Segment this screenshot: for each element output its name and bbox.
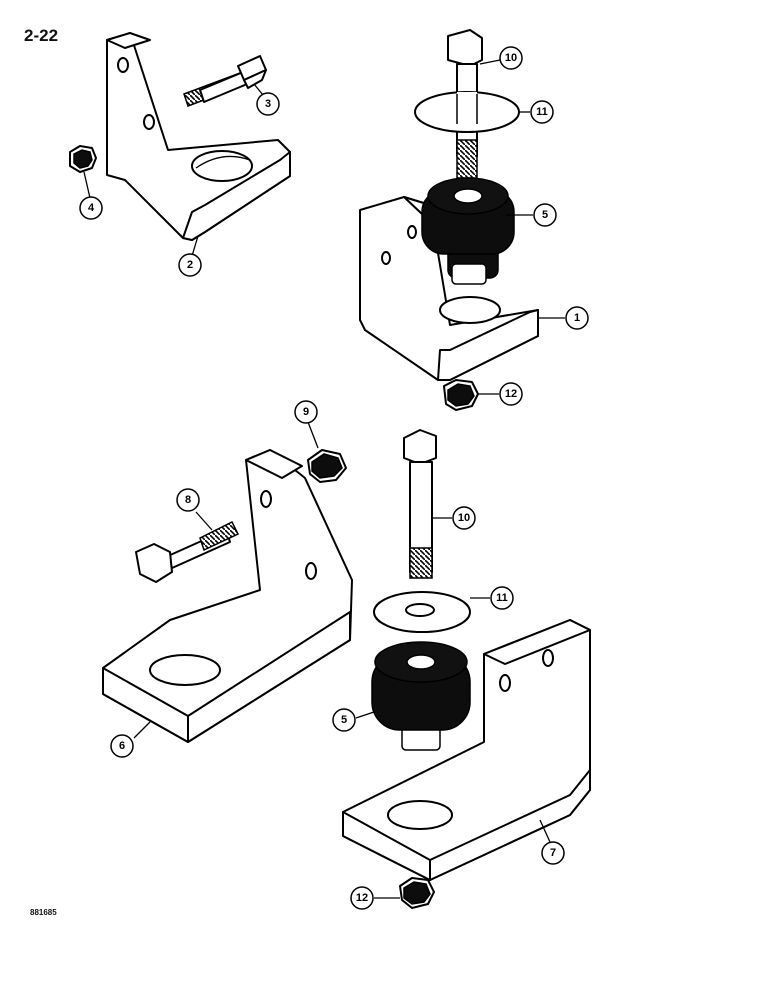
callout-9: 9 (294, 400, 318, 424)
callout-label: 1 (574, 312, 580, 324)
callout-5-bottom: 5 (332, 708, 356, 732)
callout-label: 5 (542, 209, 548, 221)
washer-part-11-bottom (373, 591, 471, 633)
callout-label: 12 (356, 892, 368, 904)
callout-label: 11 (536, 106, 548, 118)
callout-label: 10 (458, 512, 470, 524)
callout-2: 2 (178, 253, 202, 277)
callout-label: 9 (303, 406, 309, 418)
callout-5-top: 5 (533, 203, 557, 227)
callout-1: 1 (565, 306, 589, 330)
callout-label: 5 (341, 714, 347, 726)
callout-7: 7 (541, 841, 565, 865)
callout-label: 11 (496, 592, 508, 604)
bracket-part-6 (102, 449, 353, 743)
nut-part-9 (307, 449, 347, 483)
callout-12-bottom: 12 (350, 886, 374, 910)
washer-part-11-top (414, 91, 520, 133)
callout-4: 4 (79, 196, 103, 220)
callout-label: 7 (550, 847, 556, 859)
callout-3: 3 (256, 92, 280, 116)
callout-12-top: 12 (499, 382, 523, 406)
callout-11-bottom: 11 (490, 586, 514, 610)
callout-8: 8 (176, 488, 200, 512)
figure-code: 881685 (30, 908, 57, 917)
callout-label: 6 (119, 740, 125, 752)
callout-label: 3 (265, 98, 271, 110)
rubber-mount-part-5-bottom (371, 641, 471, 751)
callout-6: 6 (110, 734, 134, 758)
bolt-part-3 (183, 55, 267, 107)
callout-10-bottom: 10 (452, 506, 476, 530)
callout-label: 10 (505, 52, 517, 64)
leader-lines (83, 59, 565, 899)
callout-10-top: 10 (499, 46, 523, 70)
callout-label: 2 (187, 259, 193, 271)
bracket-part-1 (359, 196, 539, 381)
page-title: 2-22 (24, 26, 59, 45)
callout-label: 8 (185, 494, 191, 506)
bolt-part-8 (135, 520, 240, 583)
callout-label: 12 (505, 388, 517, 400)
rubber-mount-part-5-top (421, 177, 515, 285)
bracket-part-7 (342, 619, 591, 881)
nut-part-12-top (443, 379, 479, 411)
callout-label: 4 (88, 202, 95, 214)
callout-11-top: 11 (530, 100, 554, 124)
nut-part-12-bottom (399, 877, 435, 909)
bracket-part-2 (106, 32, 291, 241)
nut-part-4 (69, 145, 97, 173)
bolt-part-10-bottom (403, 429, 437, 579)
